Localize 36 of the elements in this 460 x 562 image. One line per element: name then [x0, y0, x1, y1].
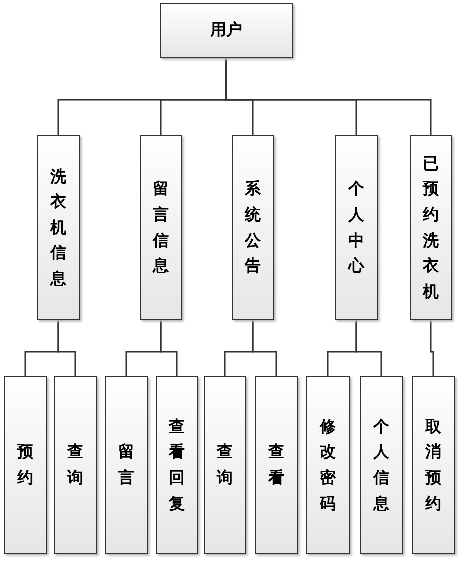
box-label: 留言信息	[153, 178, 169, 278]
tree-box	[105, 376, 148, 554]
tree-box	[412, 376, 455, 554]
tree-box	[37, 135, 80, 320]
connector-line	[252, 320, 278, 376]
box-label: 用户	[210, 20, 242, 41]
tree-box	[232, 135, 274, 320]
tree-box	[306, 376, 350, 554]
box-label: 查看	[268, 441, 284, 489]
tree-box	[255, 376, 298, 554]
tree-box	[335, 135, 378, 320]
tree-box	[4, 376, 47, 554]
box-label: 个人中心	[348, 178, 364, 278]
tree-box	[160, 3, 293, 58]
box-label: 洗衣机信息	[50, 166, 66, 290]
box-label: 查看回复	[169, 416, 185, 515]
box-label: 个人信息	[374, 416, 390, 515]
box-label: 预约	[18, 441, 34, 489]
box-label: 查询	[68, 441, 84, 489]
box-label: 已预约洗衣机	[423, 152, 439, 303]
tree-box	[54, 376, 97, 554]
box-label: 取消预约	[426, 416, 442, 515]
connector-line	[430, 320, 434, 376]
box-label: 修改密码	[320, 416, 336, 515]
tree-box	[156, 376, 198, 554]
tree-box	[410, 135, 452, 320]
connector-line	[58, 320, 76, 376]
tree-box	[204, 376, 246, 554]
box-label: 查询	[217, 441, 233, 489]
tree-box	[140, 135, 182, 320]
connector-line	[160, 320, 178, 376]
box-label: 系统公告	[245, 178, 261, 278]
connector-line	[356, 320, 382, 376]
connector-line	[226, 58, 432, 135]
tree-box	[360, 376, 403, 554]
box-label: 留言	[118, 441, 134, 489]
